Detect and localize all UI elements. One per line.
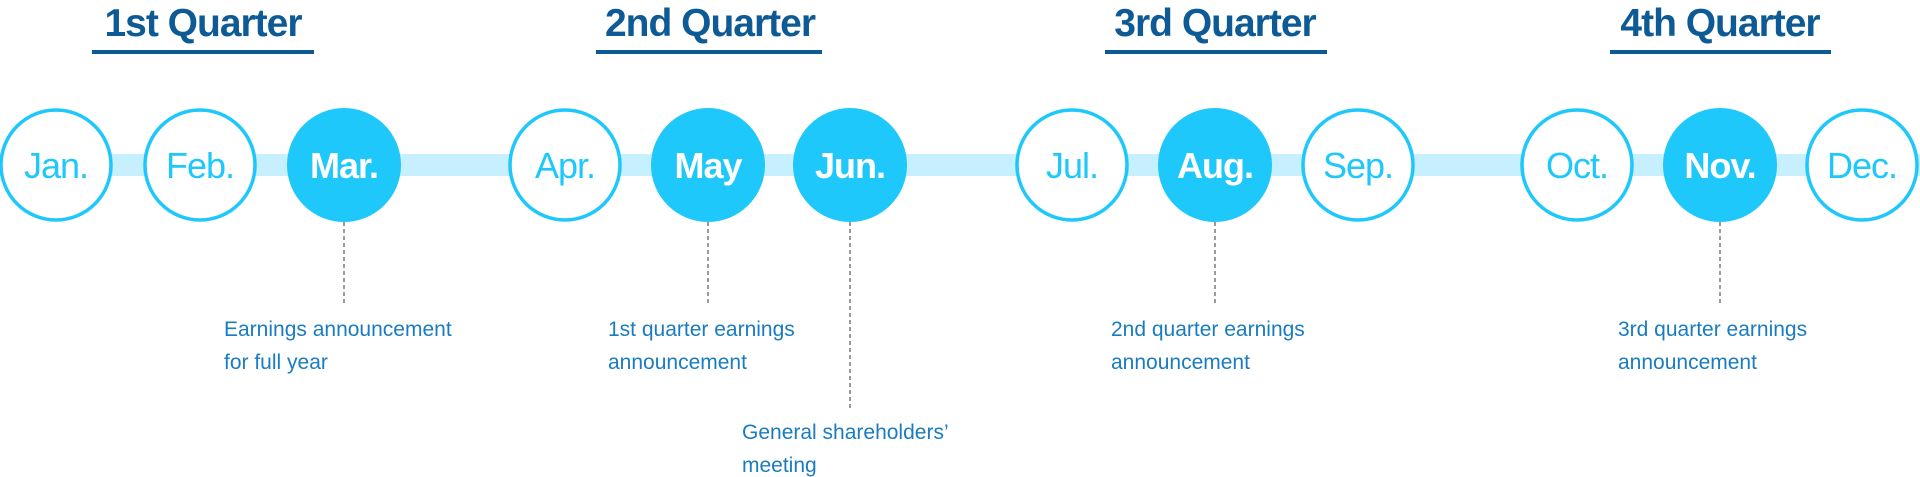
month-node: Mar. — [287, 108, 401, 222]
month-node: Jul. — [1015, 108, 1129, 222]
month-label: Oct. — [1546, 145, 1608, 186]
month-circle — [1301, 108, 1415, 222]
event-note-line: for full year — [224, 351, 328, 374]
month-circle — [1805, 108, 1919, 222]
month-label: May — [674, 145, 742, 186]
event-note-line: announcement — [1618, 351, 1757, 374]
month-node: Apr. — [508, 108, 622, 222]
month-node: Jun. — [793, 108, 907, 222]
quarter-underline — [596, 50, 822, 54]
month-label: Aug. — [1177, 145, 1253, 186]
month-node: Nov. — [1663, 108, 1777, 222]
event-note-line: General shareholders’ — [742, 421, 949, 444]
quarter-title: 2nd Quarter — [605, 2, 816, 45]
month-circle — [143, 108, 257, 222]
quarter-title: 1st Quarter — [104, 2, 302, 45]
month-circle-highlighted — [651, 108, 765, 222]
event-note-line: 3rd quarter earnings — [1618, 318, 1807, 341]
quarter-title: 3rd Quarter — [1114, 2, 1316, 45]
event-annotation: 2nd quarter earnings announcement — [1111, 222, 1305, 374]
quarter-underline — [1610, 50, 1831, 54]
event-annotation: Earnings announcement for full year — [224, 222, 452, 374]
month-label: Jul. — [1046, 145, 1098, 186]
quarter-header: 4th Quarter — [1610, 2, 1831, 54]
month-circle-highlighted — [1663, 108, 1777, 222]
month-label: Jun. — [815, 145, 885, 186]
event-note-line: meeting — [742, 454, 817, 477]
month-label: Dec. — [1827, 145, 1897, 186]
month-label: Nov. — [1684, 145, 1755, 186]
month-label: Jan. — [24, 145, 88, 186]
month-node: Sep. — [1301, 108, 1415, 222]
event-note-line: announcement — [1111, 351, 1250, 374]
month-node: Feb. — [143, 108, 257, 222]
month-node: May — [651, 108, 765, 222]
month-node: Oct. — [1520, 108, 1634, 222]
quarter-header: 3rd Quarter — [1105, 2, 1327, 54]
event-annotation: 1st quarter earnings announcement — [608, 222, 795, 374]
month-node: Aug. — [1158, 108, 1272, 222]
quarter-underline — [1105, 50, 1327, 54]
month-circle-highlighted — [287, 108, 401, 222]
month-circle — [508, 108, 622, 222]
quarter-header: 2nd Quarter — [596, 2, 822, 54]
event-annotation: 3rd quarter earnings announcement — [1618, 222, 1807, 374]
event-note-line: Earnings announcement — [224, 318, 452, 341]
event-note-line: 2nd quarter earnings — [1111, 318, 1305, 341]
month-circle-highlighted — [1158, 108, 1272, 222]
month-node: Dec. — [1805, 108, 1919, 222]
quarter-title: 4th Quarter — [1620, 2, 1820, 45]
month-node: Jan. — [0, 108, 113, 222]
event-annotation: General shareholders’ meeting — [742, 222, 949, 477]
month-circle-highlighted — [793, 108, 907, 222]
month-label: Mar. — [310, 145, 378, 186]
month-circle — [1520, 108, 1634, 222]
event-note-line: announcement — [608, 351, 747, 374]
month-circle — [0, 108, 113, 222]
month-circle — [1015, 108, 1129, 222]
month-label: Feb. — [166, 145, 234, 186]
event-note-line: 1st quarter earnings — [608, 318, 795, 341]
quarter-underline — [92, 50, 314, 54]
month-label: Sep. — [1323, 145, 1393, 186]
quarter-header: 1st Quarter — [92, 2, 314, 54]
month-label: Apr. — [535, 145, 595, 186]
timeline-track — [0, 154, 1920, 176]
